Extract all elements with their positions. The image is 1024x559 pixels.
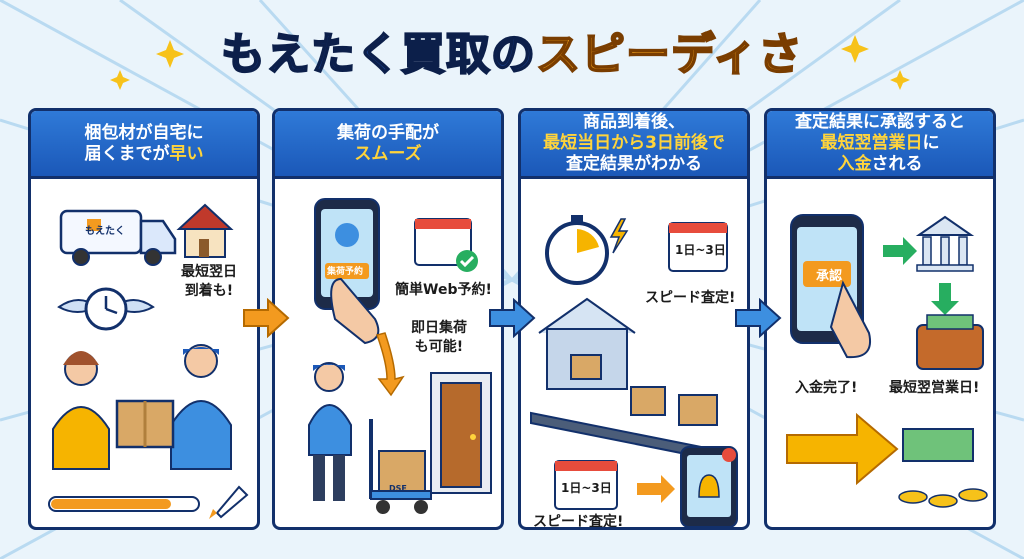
panel-illustration: 承認 入金完了! 最短翌営業日! — [767, 179, 993, 527]
stopwatch-icon — [545, 215, 609, 285]
header-line: 商品到着後、 — [583, 112, 685, 132]
wallet-icon — [916, 314, 984, 370]
sparkle-icon — [841, 35, 869, 63]
green-arrow-right-icon — [883, 237, 917, 265]
speed-label: スピード査定! — [533, 514, 624, 530]
big-arrow-right-icon — [786, 412, 899, 486]
customer-person-icon — [52, 351, 110, 470]
arrive-label: 最短翌日 到着も! — [181, 263, 237, 301]
house-icon — [176, 203, 234, 258]
green-arrow-down-icon — [931, 283, 959, 315]
panel-header: 査定結果に承認すると 最短翌営業日に 入金される — [767, 111, 993, 179]
calendar-text: 1日~3日 — [561, 481, 612, 495]
approve-button-text: 承認 — [815, 269, 842, 284]
step-arrow-icon — [489, 298, 536, 338]
bank-icon — [915, 215, 975, 272]
panel-pickup-arrangement: 集荷の手配が スムーズ — [272, 108, 504, 530]
winged-clock-icon — [57, 287, 155, 331]
courier-person-icon — [308, 362, 352, 501]
panel-header: 集荷の手配が スムーズ — [275, 111, 501, 179]
web-booking-label: 簡単Web予約! — [395, 282, 492, 298]
cash-and-coins-icon — [898, 428, 988, 508]
panel-illustration: もえたく 最短翌日 到着も! — [31, 179, 257, 527]
orange-arrow-right-icon — [637, 475, 675, 503]
sparkle-icon — [156, 40, 184, 68]
panel-header: 梱包材が自宅に 届くまでが早い — [31, 111, 257, 179]
bell-notification-icon — [698, 448, 736, 498]
calendar-icon — [554, 460, 618, 510]
hand-cart-icon — [369, 419, 432, 514]
hand-tap-icon — [829, 280, 871, 359]
calendar-text: 1日~3日 — [675, 243, 726, 257]
speed-label: スピード査定! — [645, 290, 736, 306]
header-line: 査定結果に承認すると — [795, 112, 965, 132]
header-highlight: 最短翌営業日 — [820, 133, 923, 153]
panel-appraisal: 商品到着後、 最短当日から3日前後で 査定結果がわかる — [518, 108, 750, 530]
header-line: 届くまでが — [84, 143, 170, 164]
header-highlight: 早い — [169, 143, 204, 164]
cart-box-text: DSE — [389, 484, 407, 493]
van-logo-text: もえたく — [85, 226, 125, 237]
phone-button-text: 集荷予約 — [326, 267, 363, 277]
warehouse-icon — [538, 297, 636, 390]
rocket-icon — [209, 485, 249, 519]
header-line: 梱包材が自宅に — [84, 122, 204, 143]
sparkle-icon — [110, 70, 130, 90]
header-highlight: 最短当日から3日前後で — [543, 133, 725, 153]
arrive-label-line2: 到着も! — [184, 283, 234, 299]
header-highlight: 入金 — [837, 154, 872, 174]
title-part1: もえたく買取の — [220, 28, 537, 81]
check-icon — [456, 250, 478, 272]
arrive-label-line1: 最短翌日 — [181, 264, 237, 280]
header-line: 集荷の手配が — [337, 122, 439, 143]
progress-bar — [48, 496, 200, 512]
courier-person-icon — [170, 344, 232, 470]
calendar-icon — [668, 222, 728, 272]
panel-packing-delivery: 梱包材が自宅に 届くまでが早い — [28, 108, 260, 530]
step-arrow-icon — [243, 298, 290, 338]
same-day-label: 即日集荷 も可能! — [411, 319, 467, 357]
same-day-line2: も可能! — [414, 339, 464, 355]
panel-payment: 査定結果に承認すると 最短翌営業日に 入金される — [764, 108, 996, 530]
payment-done-label: 入金完了! — [795, 380, 858, 396]
panel-illustration: 集荷予約 簡単Web予約! 即日集荷 も可能! DSE — [275, 179, 501, 527]
header-line: に — [922, 133, 940, 153]
panel-illustration: 1日~3日 スピード査定! 1日~3日 スピード査定! — [521, 179, 747, 530]
same-day-line1: 即日集荷 — [411, 320, 467, 336]
lightning-icon — [609, 218, 629, 254]
sparkle-icon — [890, 70, 910, 90]
next-business-day-label: 最短翌営業日! — [889, 380, 980, 396]
page-title: もえたく買取のスピーディさ — [0, 18, 1024, 82]
hand-tap-icon — [330, 277, 380, 345]
cardboard-box-icon — [115, 399, 175, 449]
header-line: 査定結果がわかる — [566, 154, 702, 174]
door-icon — [430, 372, 492, 494]
delivery-van-icon — [59, 209, 177, 266]
header-line: される — [871, 154, 923, 174]
calendar-icon — [414, 218, 472, 266]
panel-header: 商品到着後、 最短当日から3日前後で 査定結果がわかる — [521, 111, 747, 179]
title-part2: スピーディさ — [535, 28, 803, 81]
cardboard-box-icon — [570, 354, 718, 426]
smartphone-icon — [314, 198, 380, 310]
step-arrow-icon — [735, 298, 782, 338]
header-highlight: スムーズ — [354, 143, 422, 164]
orange-arrow-down-icon — [376, 332, 405, 397]
